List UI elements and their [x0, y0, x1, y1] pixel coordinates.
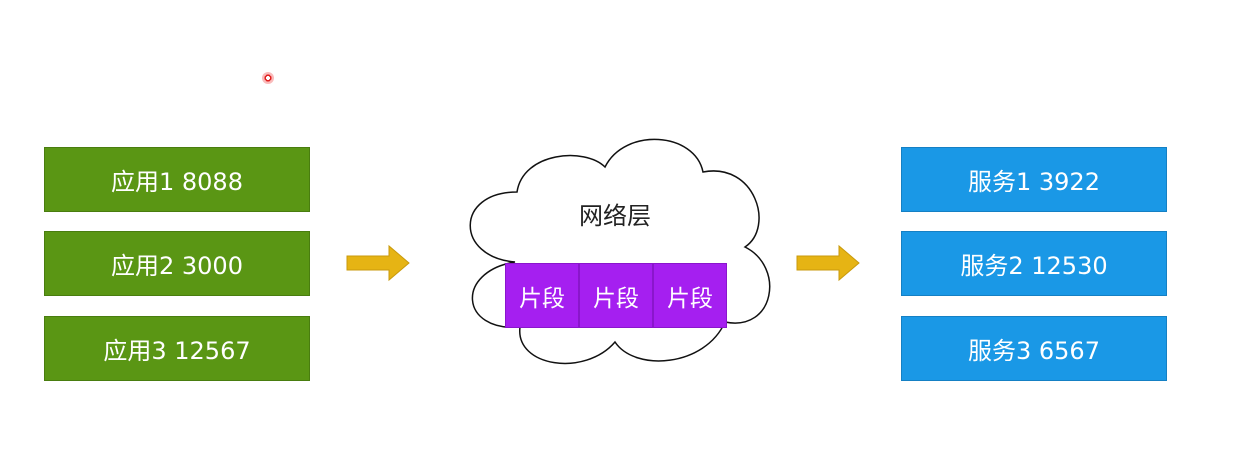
service-box-1: 服务1 3922: [901, 147, 1167, 212]
segment-3: 片段: [653, 263, 727, 328]
app-box-2: 应用2 3000: [44, 231, 310, 296]
app-box-3: 应用3 12567: [44, 316, 310, 381]
segment-1: 片段: [505, 263, 579, 328]
cursor-indicator: [262, 72, 274, 84]
network-layer-title: 网络层: [579, 202, 651, 230]
segment-2: 片段: [579, 263, 653, 328]
right-arrow-icon-left: [346, 244, 410, 282]
app-box-1: 应用1 8088: [44, 147, 310, 212]
right-arrow-icon-right: [796, 244, 860, 282]
cloud-shape: [469, 138, 771, 365]
service-box-2: 服务2 12530: [901, 231, 1167, 296]
service-box-3: 服务3 6567: [901, 316, 1167, 381]
